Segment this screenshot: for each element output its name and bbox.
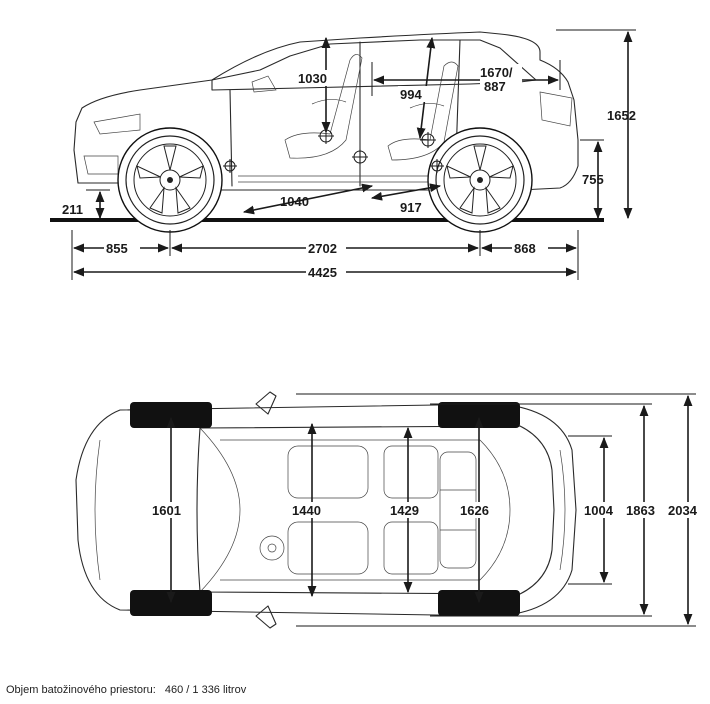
label-wheelbase: 2702 [308, 241, 337, 256]
label-length: 4425 [308, 265, 337, 280]
label-legroom-front: 1040 [280, 194, 309, 209]
luggage-volume-caption: Objem batožinového priestoru: 460 / 1 33… [6, 684, 252, 696]
side-view: 1030 994 1670/ 887 1652 755 211 1040 917… [50, 29, 636, 280]
rear-seat [387, 61, 459, 161]
label-rear-overhang: 868 [514, 241, 536, 256]
mirror-left [255, 391, 277, 415]
steering-wheel [259, 535, 285, 561]
luggage-volume-value: 460 / 1 336 litrov [164, 684, 247, 696]
label-shoulder-front: 1440 [292, 503, 321, 518]
label-front-track: 1601 [152, 503, 181, 518]
top-view: 1601 1440 1429 1626 1004 1863 2034 [75, 391, 706, 629]
side-windows [211, 39, 537, 91]
label-headroom-front: 1030 [298, 71, 327, 86]
label-width: 1863 [626, 503, 655, 518]
label-cargo-top: 1670/ [480, 65, 513, 80]
tire-rear-left [438, 402, 520, 428]
label-cargo-width: 1004 [584, 503, 614, 518]
front-wheel [117, 127, 223, 233]
label-width-mirrors: 2034 [668, 503, 698, 518]
label-rear-track: 1626 [460, 503, 489, 518]
mirror-right [255, 605, 277, 629]
front-seat [284, 54, 363, 159]
label-legroom-rear: 917 [400, 200, 422, 215]
label-headroom-rear: 994 [400, 87, 422, 102]
label-front-overhang: 855 [106, 241, 128, 256]
tire-front-left [130, 402, 212, 428]
label-loading-height: 755 [582, 172, 604, 187]
label-height: 1652 [607, 108, 636, 123]
label-shoulder-rear: 1429 [390, 503, 419, 518]
label-cargo-bottom: 887 [484, 79, 506, 94]
luggage-volume-label: Objem batožinového priestoru: [6, 684, 156, 696]
label-ground-clearance: 211 [62, 202, 83, 217]
rear-wheel [427, 127, 533, 233]
